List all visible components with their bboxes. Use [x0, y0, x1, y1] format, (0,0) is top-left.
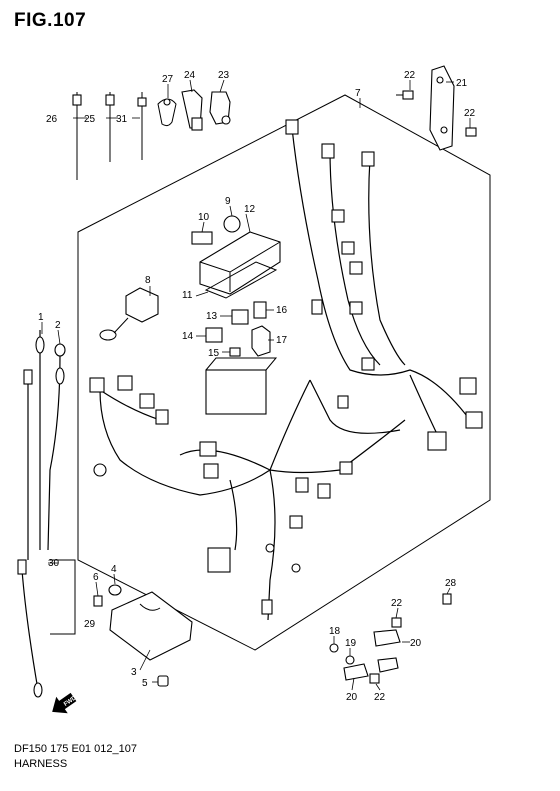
relay-14: [205, 327, 223, 343]
clamp-27: [157, 98, 177, 127]
clip-20-c: [377, 657, 399, 673]
fuse-15: [229, 347, 241, 357]
callout-10: 10: [198, 212, 210, 223]
callout-16: 16: [276, 305, 288, 316]
callout-11: 11: [182, 290, 193, 301]
callout-26: 26: [46, 114, 58, 125]
relay-13: [231, 309, 249, 325]
bolt-22-b: [465, 127, 477, 137]
footer: DF150 175 E01 012_107 HARNESS: [14, 742, 137, 772]
clamp-23: [209, 91, 231, 125]
callout-29: 29: [84, 619, 96, 630]
callout-21: 21: [456, 78, 468, 89]
bolt-22-d: [369, 673, 380, 684]
bolt-22-c: [391, 617, 402, 628]
ground-cable-1: [35, 330, 45, 550]
cap-17: [251, 325, 271, 357]
assembly-frame: [77, 94, 491, 651]
callout-25: 25: [84, 114, 96, 125]
callout-23: 23: [218, 70, 230, 81]
callout-6: 6: [93, 572, 99, 583]
callout-15: 15: [208, 348, 220, 359]
bolt-6: [93, 595, 103, 607]
ground-cable-2: [47, 343, 66, 551]
callout-28: 28: [445, 578, 457, 589]
leader-lines: [41, 79, 471, 691]
callout-22-c: 22: [391, 598, 403, 609]
relay-8: [99, 287, 159, 341]
callout-8: 8: [145, 275, 151, 286]
clip-20-b: [343, 663, 369, 681]
bracket-21: [429, 65, 455, 151]
callout-3: 3: [131, 667, 137, 678]
diagram-code: DF150 175 E01 012_107: [14, 743, 137, 755]
fuse-9: [223, 215, 241, 233]
callout-2: 2: [55, 320, 61, 331]
callout-13: 13: [206, 311, 218, 322]
callout-4: 4: [111, 564, 117, 575]
callout-numbers: 26 25 31 27 24 23 7 22 21 22 8 9 10 12 1…: [38, 70, 476, 703]
ground-cable-30: [23, 369, 33, 560]
cable-tie-25: [105, 92, 115, 162]
callout-12: 12: [244, 204, 256, 215]
callout-9: 9: [225, 196, 231, 207]
cable-tie-26: [72, 92, 82, 180]
callout-20-a: 20: [410, 638, 422, 649]
callout-5: 5: [142, 678, 148, 689]
cable-tie-31: [137, 92, 147, 160]
grommet-5: [157, 675, 169, 687]
ground-cable-29: [17, 559, 76, 698]
callout-30: 30: [48, 558, 60, 569]
callout-7: 7: [355, 88, 361, 99]
fuse-10: [191, 231, 213, 245]
callout-22-d: 22: [374, 692, 386, 703]
callout-18: 18: [329, 626, 341, 637]
diagram-caption: HARNESS: [14, 758, 68, 770]
callout-22-a: 22: [404, 70, 416, 81]
washer-4: [108, 584, 122, 596]
callout-19: 19: [345, 638, 357, 649]
callout-24: 24: [184, 70, 196, 81]
washer-18: [329, 643, 339, 653]
forward-arrow-icon: FWD: [52, 692, 78, 714]
main-harness-7: [89, 119, 483, 621]
callout-27: 27: [162, 74, 174, 85]
callout-14: 14: [182, 331, 194, 342]
clamp-24: [181, 89, 203, 131]
clip-20-a: [373, 629, 401, 647]
callout-31: 31: [116, 114, 128, 125]
callout-20-b: 20: [346, 692, 358, 703]
gasket-11: [204, 261, 278, 299]
callout-22-b: 22: [464, 108, 476, 119]
fuse-16: [253, 301, 267, 319]
figure-title: FIG.107: [14, 10, 87, 31]
callout-1: 1: [38, 312, 44, 323]
cover-3: [109, 591, 193, 661]
callout-17: 17: [276, 335, 288, 346]
bolt-22-a: [396, 90, 414, 100]
washer-19: [345, 655, 355, 665]
bolt-28: [442, 593, 452, 605]
